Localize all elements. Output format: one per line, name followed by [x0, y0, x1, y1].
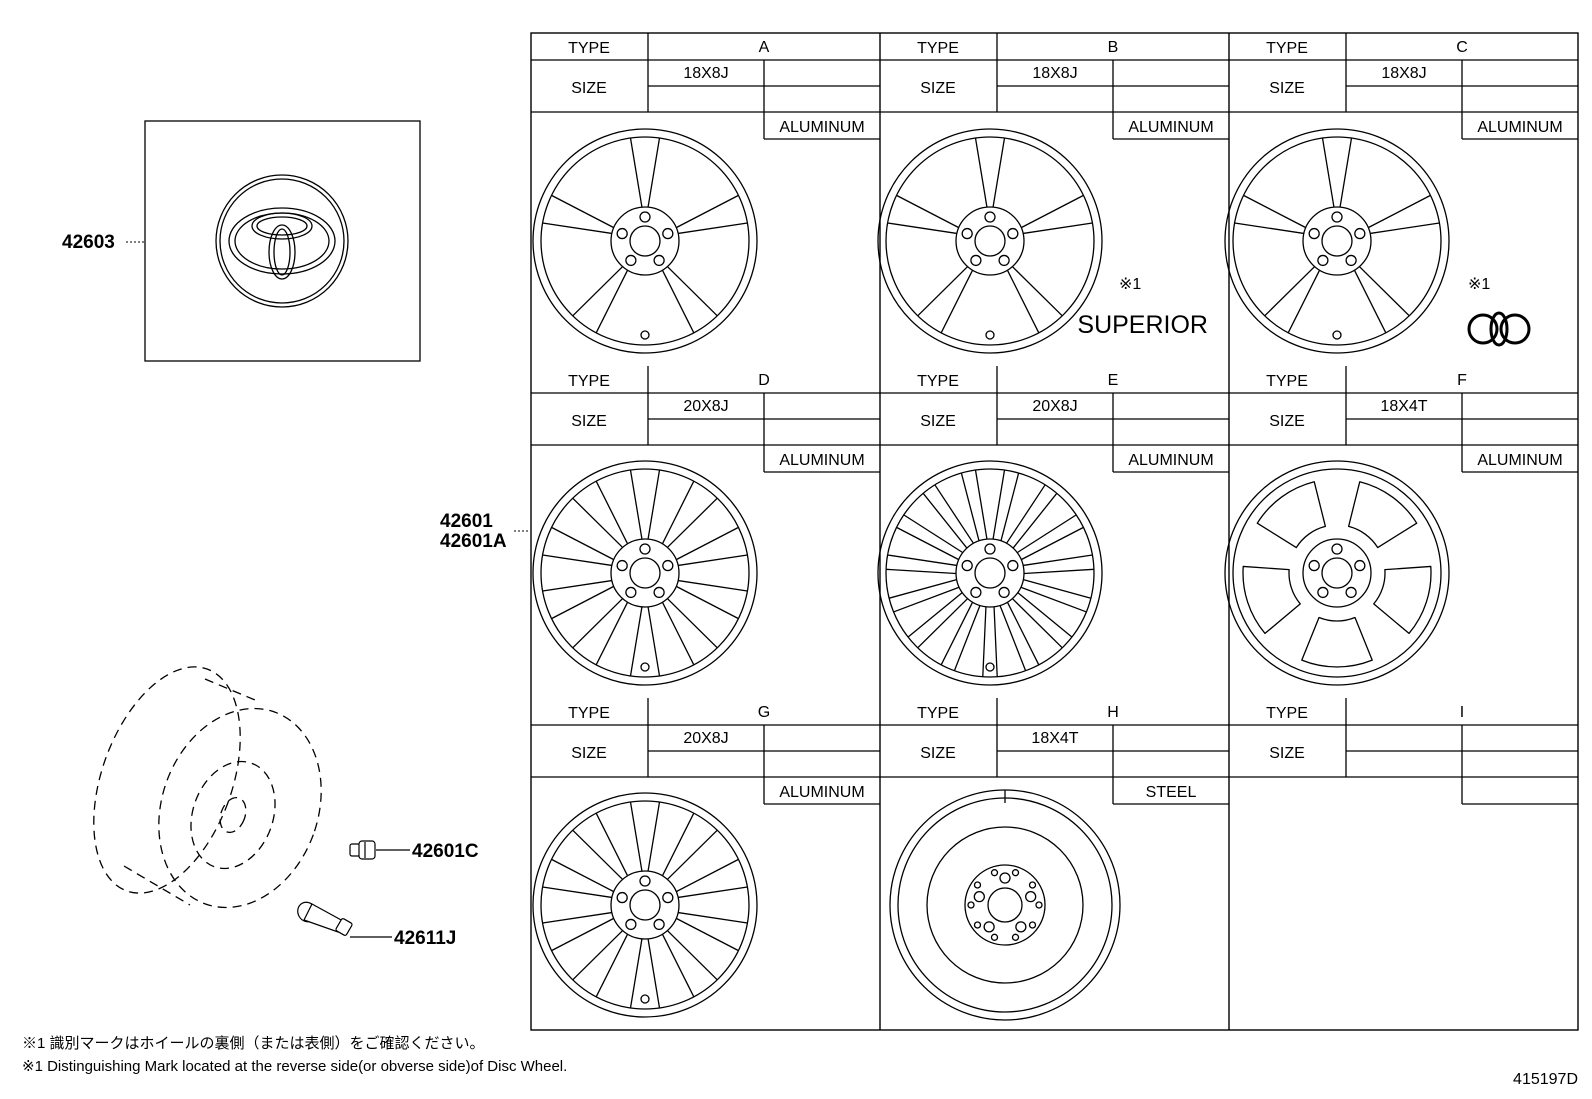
- material-label-d: ALUMINUM: [779, 452, 864, 469]
- wheel-drawing-f: [1224, 460, 1450, 686]
- wheel-cell-g: TYPE SIZE G 20X8J ALUMINUM: [531, 698, 880, 805]
- distinguishing-mark-icon: [1467, 311, 1531, 347]
- wheel-drawing-a: [532, 128, 758, 354]
- size-value-g: 20X8J: [683, 730, 728, 747]
- size-value-e: 20X8J: [1032, 398, 1077, 415]
- size-header: SIZE: [920, 80, 956, 97]
- mark-ref-b: ※1: [1119, 276, 1141, 293]
- size-header: SIZE: [920, 745, 956, 762]
- wheel-drawing-d: [532, 460, 758, 686]
- note-english: ※1 Distinguishing Mark located at the re…: [22, 1058, 568, 1075]
- wheel-callout: 42601 42601A: [440, 511, 530, 552]
- wheel-drawings: [532, 128, 1531, 1021]
- size-header: SIZE: [571, 80, 607, 97]
- wheel-cell-f: TYPE SIZE F 18X4T ALUMINUM: [1229, 366, 1578, 473]
- type-header: TYPE: [1266, 705, 1308, 722]
- size-value-d: 20X8J: [683, 398, 728, 415]
- type-value-a: A: [759, 39, 770, 56]
- wheel-cell-h: TYPE SIZE H 18X4T STEEL: [880, 698, 1229, 805]
- grid-frame: [530, 32, 1579, 1031]
- size-header: SIZE: [571, 413, 607, 430]
- type-value-i: I: [1460, 704, 1464, 721]
- type-header: TYPE: [917, 705, 959, 722]
- type-header: TYPE: [1266, 373, 1308, 390]
- type-value-g: G: [758, 704, 770, 721]
- wheel-cell-d: TYPE SIZE D 20X8J ALUMINUM: [531, 366, 880, 473]
- cap-nut-callout: 42601C: [349, 840, 479, 862]
- type-header: TYPE: [917, 373, 959, 390]
- type-header: TYPE: [568, 373, 610, 390]
- wheel-drawing-c: [1224, 128, 1450, 354]
- reference-number: 415197D: [1513, 1071, 1578, 1088]
- type-value-d: D: [758, 372, 770, 389]
- type-header: TYPE: [1266, 40, 1308, 57]
- size-header: SIZE: [571, 745, 607, 762]
- size-header: SIZE: [1269, 745, 1305, 762]
- size-value-b: 18X8J: [1032, 65, 1077, 82]
- wheel-drawing-b: [877, 128, 1103, 354]
- wheel-assembly-phantom: [93, 666, 322, 909]
- size-header: SIZE: [920, 413, 956, 430]
- type-header: TYPE: [917, 40, 959, 57]
- size-value-c: 18X8J: [1381, 65, 1426, 82]
- material-label-g: ALUMINUM: [779, 784, 864, 801]
- note-japanese: ※1 識別マークはホイールの裏側（または表側）をご確認ください。: [22, 1035, 485, 1052]
- type-value-c: C: [1456, 39, 1468, 56]
- size-value-h: 18X4T: [1031, 730, 1078, 747]
- size-header: SIZE: [1269, 80, 1305, 97]
- emblem-callout: 42603: [62, 120, 421, 362]
- part-number-42603: 42603: [62, 232, 115, 253]
- mark-ref-c: ※1: [1468, 276, 1490, 293]
- wheel-drawing-e: [877, 460, 1103, 686]
- valve-stem-icon: [297, 901, 353, 936]
- cap-nut-icon: [349, 840, 376, 860]
- size-header: SIZE: [1269, 413, 1305, 430]
- material-label-e: ALUMINUM: [1128, 452, 1213, 469]
- type-value-b: B: [1108, 39, 1119, 56]
- type-header: TYPE: [568, 705, 610, 722]
- wheel-cell-i: TYPE SIZE I: [1229, 698, 1578, 805]
- size-value-f: 18X4T: [1380, 398, 1427, 415]
- toyota-emblem-icon: [215, 174, 349, 308]
- size-value-a: 18X8J: [683, 65, 728, 82]
- part-number-42611j: 42611J: [394, 928, 456, 949]
- part-number-42601c: 42601C: [412, 841, 479, 862]
- wheel-cell-a: TYPE SIZE A 18X8J ALUMINUM: [531, 33, 880, 140]
- material-label-f: ALUMINUM: [1477, 452, 1562, 469]
- part-number-42601: 42601: [440, 511, 493, 532]
- type-header: TYPE: [568, 40, 610, 57]
- material-label-b: ALUMINUM: [1128, 119, 1213, 136]
- material-label-a: ALUMINUM: [779, 119, 864, 136]
- superior-mark-text: SUPERIOR: [1077, 311, 1208, 339]
- wheel-drawing-h: [889, 789, 1121, 1021]
- type-value-f: F: [1457, 372, 1467, 389]
- wheel-drawing-g: [532, 792, 758, 1018]
- type-value-h: H: [1107, 704, 1119, 721]
- wheel-type-grid: TYPE SIZE A 18X8J ALUMINUM TYPE SIZE B 18X8J ALUM…: [530, 32, 1579, 1031]
- material-label-c: ALUMINUM: [1477, 119, 1562, 136]
- part-number-42601a: 42601A: [440, 531, 507, 552]
- wheel-cell-e: TYPE SIZE E 20X8J ALUMINUM: [880, 366, 1229, 473]
- valve-callout: 42611J: [297, 901, 456, 949]
- type-value-e: E: [1108, 372, 1119, 389]
- material-label-h: STEEL: [1146, 784, 1197, 801]
- wheel-cell-c: TYPE SIZE C 18X8J ALUMINUM ※1: [1229, 33, 1578, 293]
